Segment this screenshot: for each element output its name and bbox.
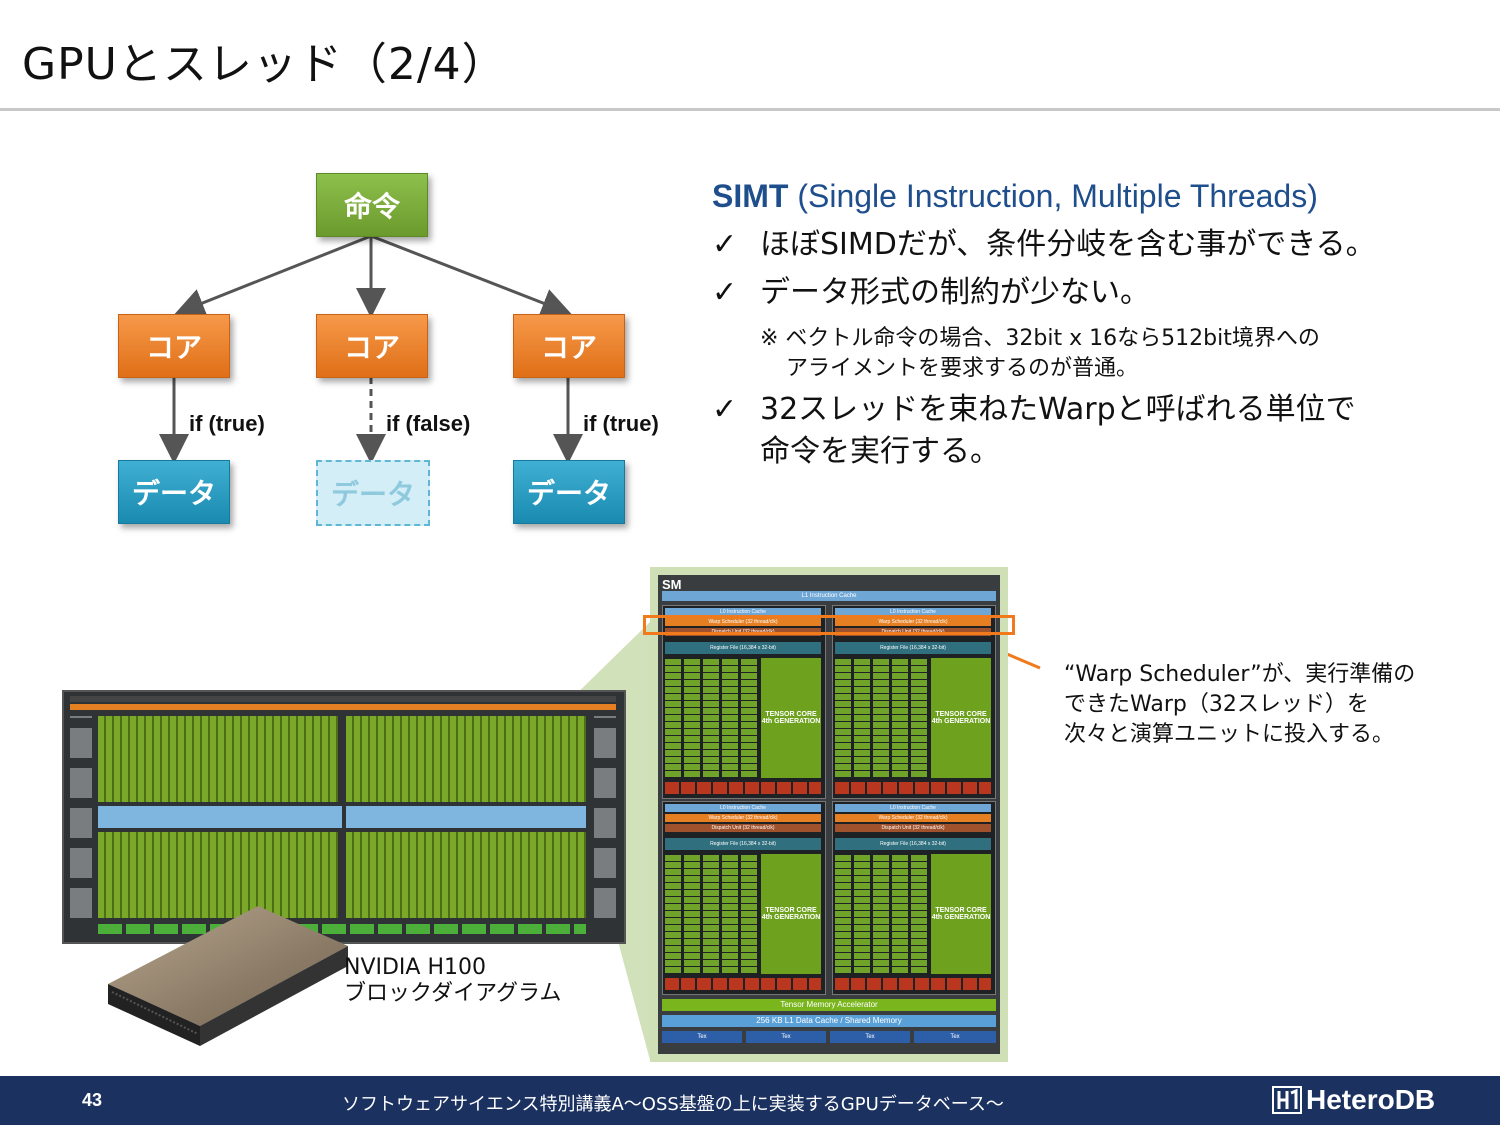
gpu-block-diagram xyxy=(62,690,626,944)
condition-label-2: if (false) xyxy=(386,411,471,436)
footer-bar xyxy=(0,1076,1500,1125)
tex-unit-4: Tex xyxy=(914,1031,996,1043)
warp-note-line-1: “Warp Scheduler”が、実行準備の xyxy=(1064,662,1416,687)
simt-heading: SIMT (Single Instruction, Multiple Threa… xyxy=(712,178,1318,215)
l1-data-cache: 256 KB L1 Data Cache / Shared Memory xyxy=(662,1015,996,1027)
warp-note-line-3: 次々と演算ユニットに投入する。 xyxy=(1064,722,1395,747)
tex-unit-3: Tex xyxy=(830,1031,910,1043)
bullet-2: ✓ データ形式の制約が少ない。 xyxy=(712,272,1150,314)
simt-heading-rest: (Single Instruction, Multiple Threads) xyxy=(788,178,1318,214)
sm-label: SM xyxy=(662,577,682,592)
heterodb-logo-text: HeteroDB xyxy=(1306,1084,1436,1115)
data-box-2-inactive: データ xyxy=(316,460,430,526)
course-title: ソフトウェアサイエンス特別講義A～OSS基盤の上に実装するGPUデータベース～ xyxy=(342,1094,1004,1115)
check-icon: ✓ xyxy=(712,227,738,262)
sm-quadrant-1: L0 Instruction Cache Warp Scheduler (32 … xyxy=(662,605,826,799)
warp-scheduler-highlight xyxy=(643,615,1015,635)
tex-unit-2: Tex xyxy=(746,1031,826,1043)
gpu-caption-line-2: ブロックダイアグラム xyxy=(344,981,562,1006)
sm-quadrant-3: L0 Instruction Cache Warp Scheduler (32 … xyxy=(662,801,826,995)
tex-unit-1: Tex xyxy=(662,1031,742,1043)
bullet-3: ✓ 32スレッドを束ねたWarpと呼ばれる単位で xyxy=(712,389,1356,431)
command-box: 命令 xyxy=(316,173,428,237)
h100-card-image xyxy=(108,906,348,1046)
check-icon: ✓ xyxy=(712,392,738,427)
bullet-1: ✓ ほぼSIMDだが、条件分岐を含む事ができる。 xyxy=(712,224,1376,266)
warp-scheduler-note: “Warp Scheduler”が、実行準備の できたWarp（32スレッド）を… xyxy=(1064,660,1415,750)
slide-title: GPUとスレッド（2/4） xyxy=(22,39,507,90)
sm-quadrant-4: L0 Instruction Cache Warp Scheduler (32 … xyxy=(832,801,996,995)
condition-label-3: if (true) xyxy=(583,411,659,436)
core-box-2: コア xyxy=(316,314,428,378)
sm-block-diagram: SM L1 Instruction Cache L0 Instruction C… xyxy=(650,567,1008,1062)
tensor-memory-accelerator: Tensor Memory Accelerator xyxy=(662,999,996,1011)
gpu-caption: NVIDIA H100 ブロックダイアグラム xyxy=(344,955,561,1007)
bullet-3-continued: 命令を実行する。 xyxy=(712,431,1000,473)
check-icon: ✓ xyxy=(712,275,738,310)
warp-note-line-2: できたWarp（32スレッド）を xyxy=(1064,692,1369,717)
data-box-3: データ xyxy=(513,460,625,524)
vector-note-line-1: ※ ベクトル命令の場合、32bit x 16なら512bit境界への xyxy=(760,326,1320,351)
simt-heading-bold: SIMT xyxy=(712,178,789,214)
bullet-3-text-line-2: 命令を実行する。 xyxy=(760,434,1000,469)
core-box-3: コア xyxy=(513,314,625,378)
title-divider xyxy=(0,108,1500,111)
vector-note-line-2: アライメントを要求するのが普通。 xyxy=(786,356,1139,381)
bullet-1-text: ほぼSIMDだが、条件分岐を含む事ができる。 xyxy=(760,227,1376,262)
sm-quadrant-2: L0 Instruction Cache Warp Scheduler (32 … xyxy=(832,605,996,799)
page-number: 43 xyxy=(82,1090,103,1110)
gpu-caption-line-1: NVIDIA H100 xyxy=(344,955,487,980)
condition-label-1: if (true) xyxy=(189,411,265,436)
core-box-1: コア xyxy=(118,314,230,378)
l1-instruction-cache: L1 Instruction Cache xyxy=(662,591,996,601)
bullet-2-text: データ形式の制約が少ない。 xyxy=(760,275,1150,310)
data-box-1: データ xyxy=(118,460,230,524)
vector-note: ※ ベクトル命令の場合、32bit x 16なら512bit境界への アライメン… xyxy=(760,324,1320,384)
heterodb-logo-icon xyxy=(1272,1086,1302,1114)
bullet-3-text: 32スレッドを束ねたWarpと呼ばれる単位で xyxy=(760,392,1356,427)
heterodb-logo: HeteroDB xyxy=(1272,1084,1435,1116)
